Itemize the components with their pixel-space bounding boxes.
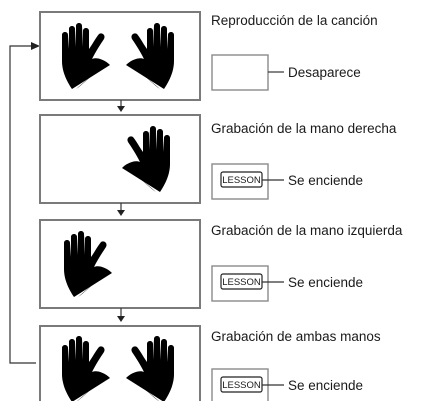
- step-right-hand-recording: Grabación de la mano derecha LESSON Se e…: [39, 114, 397, 204]
- step-both-hands-recording: Grabación de ambas manos LESSON Se encie…: [39, 325, 381, 401]
- step-song-playback: Reproducción de la canción Desaparece: [39, 11, 378, 101]
- down-arrow: [117, 203, 125, 216]
- step-title: Grabación de ambas manos: [211, 329, 381, 344]
- lesson-label: LESSON: [222, 175, 261, 186]
- step-title: Reproducción de la canción: [211, 13, 378, 28]
- lesson-indicator-off: [211, 54, 269, 91]
- loop-back-arrow: [9, 42, 40, 364]
- keyboard-frame: [39, 114, 201, 204]
- lesson-label: LESSON: [222, 380, 261, 391]
- step-left-hand-recording: Grabación de la mano izquierda LESSON Se…: [39, 219, 403, 309]
- status-text: Se enciende: [288, 275, 363, 290]
- status-text: Se enciende: [288, 173, 363, 188]
- lesson-label: LESSON: [222, 277, 261, 288]
- step-title: Grabación de la mano derecha: [211, 121, 397, 136]
- down-arrow: [117, 100, 125, 112]
- step-title: Grabación de la mano izquierda: [211, 223, 403, 238]
- down-arrow: [117, 308, 125, 322]
- status-text: Se enciende: [288, 378, 363, 393]
- status-text: Desaparece: [288, 65, 361, 80]
